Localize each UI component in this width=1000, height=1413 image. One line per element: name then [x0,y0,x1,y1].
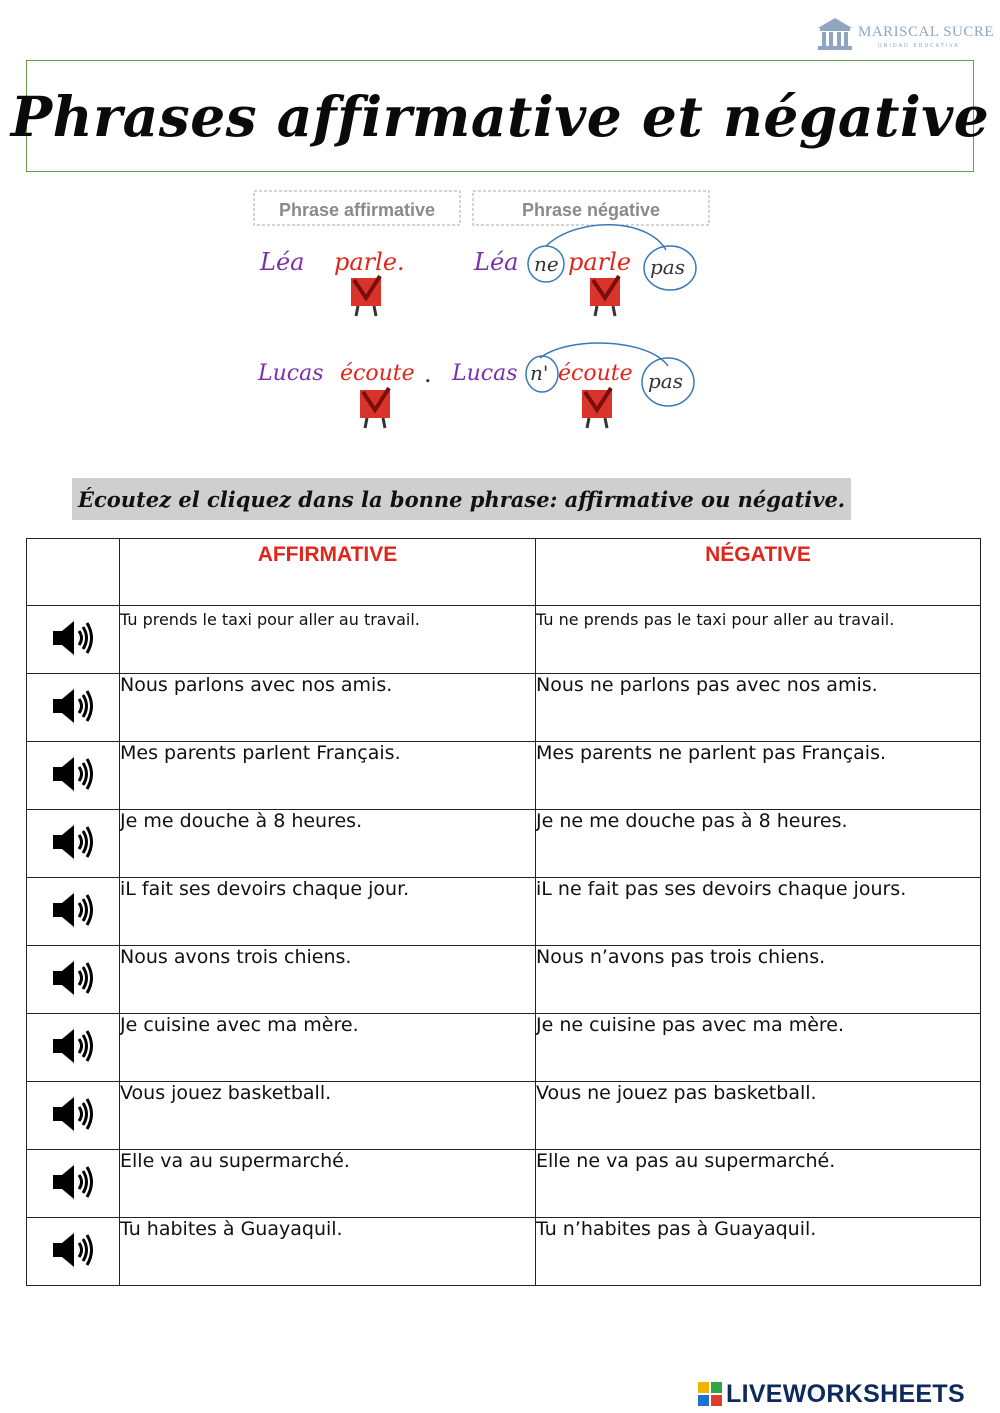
negative-option[interactable]: Je ne cuisine pas avec ma mère. [535,1013,981,1082]
affirmative-option[interactable]: Vous jouez basketball. [119,1081,536,1150]
negative-option[interactable]: Tu n’habites pas à Guayaquil. [535,1217,981,1286]
table-row: Nous avons trois chiens.Nous n’avons pas… [26,945,981,1014]
table-row: Je cuisine avec ma mère.Je ne cuisine pa… [26,1013,981,1082]
affirmative-option[interactable]: Tu habites à Guayaquil. [119,1217,536,1286]
building-icon [818,18,852,50]
word-lea-2: Léa [473,248,518,276]
negative-option[interactable]: Nous ne parlons pas avec nos amis. [535,673,981,742]
header-affirmative: AFFIRMATIVE [119,538,536,606]
word-dot: . [424,360,432,388]
word-parle-1: parle. [334,248,405,276]
header-blank [26,538,120,606]
negative-option[interactable]: Elle ne va pas au supermarché. [535,1149,981,1218]
speaker-icon[interactable] [50,890,96,934]
word-lucas-1: Lucas [257,361,324,386]
liveworksheets-icon [698,1382,722,1406]
negative-option[interactable]: iL ne fait pas ses devoirs chaque jours. [535,877,981,946]
header-negative: NÉGATIVE [535,538,981,606]
speaker-icon[interactable] [50,618,96,662]
speaker-icon[interactable] [50,754,96,798]
title-frame: Phrases affirmative et négative [11,60,989,172]
speaker-icon[interactable] [50,822,96,866]
table-header-row: AFFIRMATIVE NÉGATIVE [26,538,981,606]
speaker-cell [26,1081,120,1150]
word-napos: n' [530,361,548,385]
table-row: iL fait ses devoirs chaque jour.iL ne fa… [26,877,981,946]
speaker-cell [26,877,120,946]
word-ecoute-2: écoute [558,361,633,386]
page-title: Phrases affirmative et négative [10,83,990,149]
label-affirmative: Phrase affirmative [279,200,435,220]
speaker-icon[interactable] [50,1162,96,1206]
table-row: Elle va au supermarché.Elle ne va pas au… [26,1149,981,1218]
speaker-cell [26,741,120,810]
affirmative-option[interactable]: Mes parents parlent Français. [119,741,536,810]
verb-mascot-1 [351,274,382,317]
speaker-icon[interactable] [50,1026,96,1070]
negative-option[interactable]: Je ne me douche pas à 8 heures. [535,809,981,878]
speaker-cell [26,605,120,674]
speaker-cell [26,809,120,878]
verb-mascot-2 [590,274,621,317]
word-lea-1: Léa [259,248,304,276]
speaker-cell [26,673,120,742]
affirmative-option[interactable]: iL fait ses devoirs chaque jour. [119,877,536,946]
word-parle-2: parle [568,248,631,276]
footer-logo: LIVEWORKSHEETS [698,1379,965,1409]
affirmative-option[interactable]: Je cuisine avec ma mère. [119,1013,536,1082]
footer-brand: LIVEWORKSHEETS [726,1379,965,1408]
affirmative-option[interactable]: Nous parlons avec nos amis. [119,673,536,742]
word-ne: ne [534,252,559,276]
affirmative-option[interactable]: Tu prends le taxi pour aller au travail. [119,605,536,674]
table-row: Vous jouez basketball.Vous ne jouez pas … [26,1081,981,1150]
word-pas-2: pas [648,369,683,393]
table-row: Mes parents parlent Français.Mes parents… [26,741,981,810]
word-pas-1: pas [650,255,685,279]
verb-mascot-3 [360,386,391,429]
school-name: MARISCAL SUCRE [858,24,995,40]
label-negative: Phrase négative [522,200,660,220]
word-ecoute-1: écoute [340,361,415,386]
speaker-cell [26,945,120,1014]
negative-option[interactable]: Mes parents ne parlent pas Français. [535,741,981,810]
negative-option[interactable]: Vous ne jouez pas basketball. [535,1081,981,1150]
table-row: Tu habites à Guayaquil.Tu n’habites pas … [26,1217,981,1286]
instruction-text: Écoutez el cliquez dans la bonne phrase:… [72,478,852,520]
affirmative-option[interactable]: Je me douche à 8 heures. [119,809,536,878]
speaker-cell [26,1217,120,1286]
affirmative-option[interactable]: Nous avons trois chiens. [119,945,536,1014]
table-row: Nous parlons avec nos amis.Nous ne parlo… [26,673,981,742]
speaker-icon[interactable] [50,958,96,1002]
negative-option[interactable]: Nous n’avons pas trois chiens. [535,945,981,1014]
school-subtitle: UNIDAD EDUCATIVA [878,43,960,49]
negative-option[interactable]: Tu ne prends pas le taxi pour aller au t… [535,605,981,674]
speaker-icon[interactable] [50,1094,96,1138]
school-logo: MARISCAL SUCRE UNIDAD EDUCATIVA [812,12,994,56]
speaker-icon[interactable] [50,1230,96,1274]
speaker-cell [26,1149,120,1218]
table-row: Tu prends le taxi pour aller au travail.… [26,605,981,674]
affirmative-option[interactable]: Elle va au supermarché. [119,1149,536,1218]
speaker-icon[interactable] [50,686,96,730]
table-row: Je me douche à 8 heures.Je ne me douche … [26,809,981,878]
exercise-table: AFFIRMATIVE NÉGATIVE Tu prends le taxi p… [26,538,981,1286]
grammar-illustration: Phrase affirmative Phrase négative Léa p… [253,190,710,429]
speaker-cell [26,1013,120,1082]
verb-mascot-4 [582,386,613,429]
word-lucas-2: Lucas [451,361,518,386]
